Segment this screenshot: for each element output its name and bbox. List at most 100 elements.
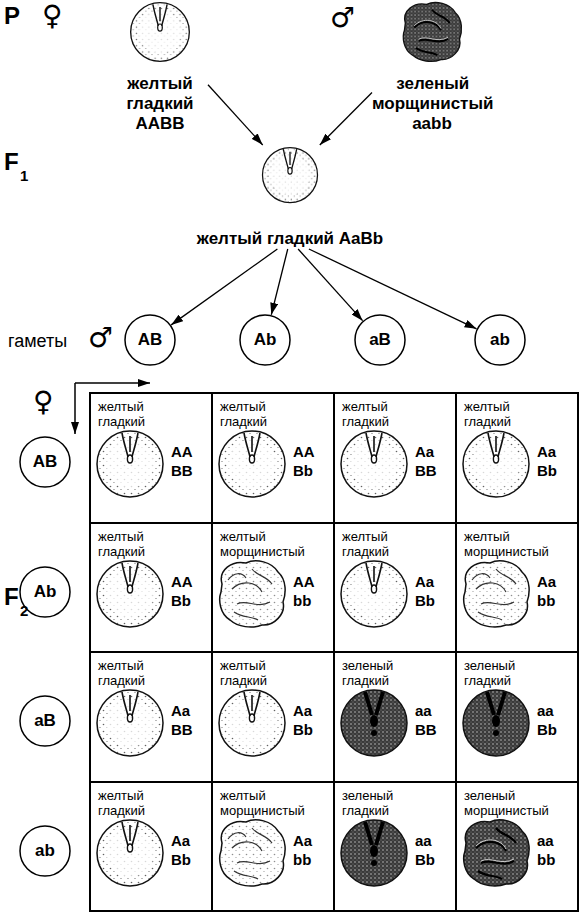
phenotype-text: зеленый гладкий [342, 788, 393, 818]
gamete-genotype: AB [33, 452, 58, 472]
phenotype-text: желтый морщинистый [220, 529, 305, 559]
gametes-label: гаметы [8, 332, 67, 350]
phenotype-text: желтый гладкий [98, 399, 145, 429]
gamete-outline [355, 315, 405, 365]
punnett-cell: зеленый гладкий aa BB [334, 652, 456, 782]
gamete-genotype: aB [369, 330, 391, 350]
gamete-genotype: Ab [254, 330, 277, 350]
gamete-outline [20, 437, 70, 487]
parent-pea: зеленый морщинистыйaabb [372, 0, 492, 134]
pea-illustration [341, 690, 407, 756]
pea-illustration [341, 561, 407, 627]
genotype-text: Aa Bb [293, 701, 313, 739]
male-gamete: aB [354, 314, 406, 366]
female-gamete: ab [19, 825, 71, 877]
punnett-cell: зеленый гладкий aa Bb [334, 782, 456, 912]
phenotype-text: желтый гладкий [98, 658, 145, 688]
genotype-text: AABB [112, 114, 208, 134]
phenotype-text: желтый гладкий [342, 529, 389, 559]
genotype-text: AA Bb [293, 442, 314, 480]
pea-illustration [464, 561, 529, 627]
genotype-text: Aa bb [537, 572, 556, 610]
gamete-genotype: Ab [34, 582, 57, 602]
phenotype-text: желтый гладкий [126, 74, 193, 114]
phenotype-text: зеленый морщинистый [464, 788, 549, 818]
phenotype-genotype-text: желтый гладкий AaBb [190, 229, 390, 249]
pea-illustration [341, 431, 407, 497]
female-gamete: aB [19, 695, 71, 747]
phenotype-text: желтый гладкий [220, 658, 267, 688]
generation-index: 1 [20, 168, 28, 183]
pea-illustration [463, 690, 529, 756]
pea-illustration [463, 431, 529, 497]
sex-symbol: ♂ [88, 324, 113, 352]
genotype-text: Aa Bb [537, 442, 557, 480]
corner-arrow [75, 382, 150, 384]
hybrid-pea: желтый гладкий AaBb [190, 145, 390, 249]
genotype-text: Aa Bb [415, 572, 435, 610]
pea-illustration [403, 3, 461, 62]
genotype-text: aabb [372, 114, 492, 134]
punnett-cell: желтый гладкийAA Bb [212, 393, 334, 523]
phenotype-text: зеленый гладкий [342, 658, 393, 688]
pea-illustration [220, 561, 285, 627]
pea-illustration [220, 820, 285, 886]
corner-arrow [74, 383, 76, 434]
genotype-text: aa Bb [415, 831, 435, 869]
genotype-text: AA Bb [171, 572, 192, 610]
punnett-cell: желтый гладкий Aa BB [334, 393, 456, 523]
gamete-outline [475, 315, 525, 365]
pea-illustration [219, 690, 285, 756]
phenotype-text: зеленый морщинистый [372, 74, 493, 114]
generation-label: F [4, 585, 19, 609]
punnett-cell: желтый гладкий AA BB [90, 393, 212, 523]
gamete-outline [125, 315, 175, 365]
genotype-text: Aa BB [415, 442, 437, 480]
generation-label: F [4, 150, 19, 174]
genotype-text: Aa bb [293, 831, 312, 869]
sex-symbol: ♂ [330, 4, 355, 32]
genotype-text: Aa Bb [171, 831, 191, 869]
punnett-cell: зеленый гладкий aa Bb [456, 652, 578, 782]
sex-symbol: ♀ [33, 388, 54, 416]
gamete-genotype: AB [138, 330, 163, 350]
pea-illustration [219, 431, 285, 497]
phenotype-text: зеленый гладкий [464, 658, 515, 688]
genotype-text: aa BB [415, 701, 437, 739]
phenotype-text: желтый гладкий [98, 529, 145, 559]
generation-label: P [4, 4, 20, 28]
gamete-outline [20, 826, 70, 876]
punnett-cell: желтый гладкий Aa Bb [212, 652, 334, 782]
generation-index: 2 [20, 603, 28, 618]
male-gamete: Ab [239, 314, 291, 366]
female-gamete: AB [19, 436, 71, 488]
pea-illustration [263, 148, 318, 203]
punnett-cell: желтый гладкий Aa Bb [334, 523, 456, 653]
punnett-frame [90, 393, 578, 911]
cross-arrow [208, 85, 263, 145]
punnett-cell: желтый морщинистый Aa bb [456, 523, 578, 653]
genotype-text: AA BB [171, 442, 193, 480]
cross-arrow [271, 249, 287, 315]
phenotype-text: желтый гладкий [98, 788, 145, 818]
genotype-text: aa bb [537, 831, 555, 869]
pea-illustration [97, 690, 163, 756]
genotype-text: aa Bb [537, 701, 557, 739]
punnett-cell: желтый гладкий Aa Bb [90, 782, 212, 912]
male-gamete: ab [474, 314, 526, 366]
pea-illustration [97, 431, 163, 497]
phenotype-text: желтый гладкий [342, 399, 389, 429]
punnett-cell: желтый гладкий AA Bb [90, 523, 212, 653]
pea-illustration [131, 3, 190, 62]
pea-illustration [341, 820, 407, 886]
gamete-outline [240, 315, 290, 365]
phenotype-text: желтый морщинистый [464, 529, 549, 559]
parent-pea: желтый гладкийAABB [112, 0, 208, 134]
gamete-genotype: ab [490, 330, 510, 350]
punnett-cell: желтый гладкий Aa BB [90, 652, 212, 782]
punnett-cell: зеленый морщинистый aa bb [456, 782, 578, 912]
genotype-text: AA bb [293, 572, 314, 610]
genotype-text: Aa BB [171, 701, 193, 739]
